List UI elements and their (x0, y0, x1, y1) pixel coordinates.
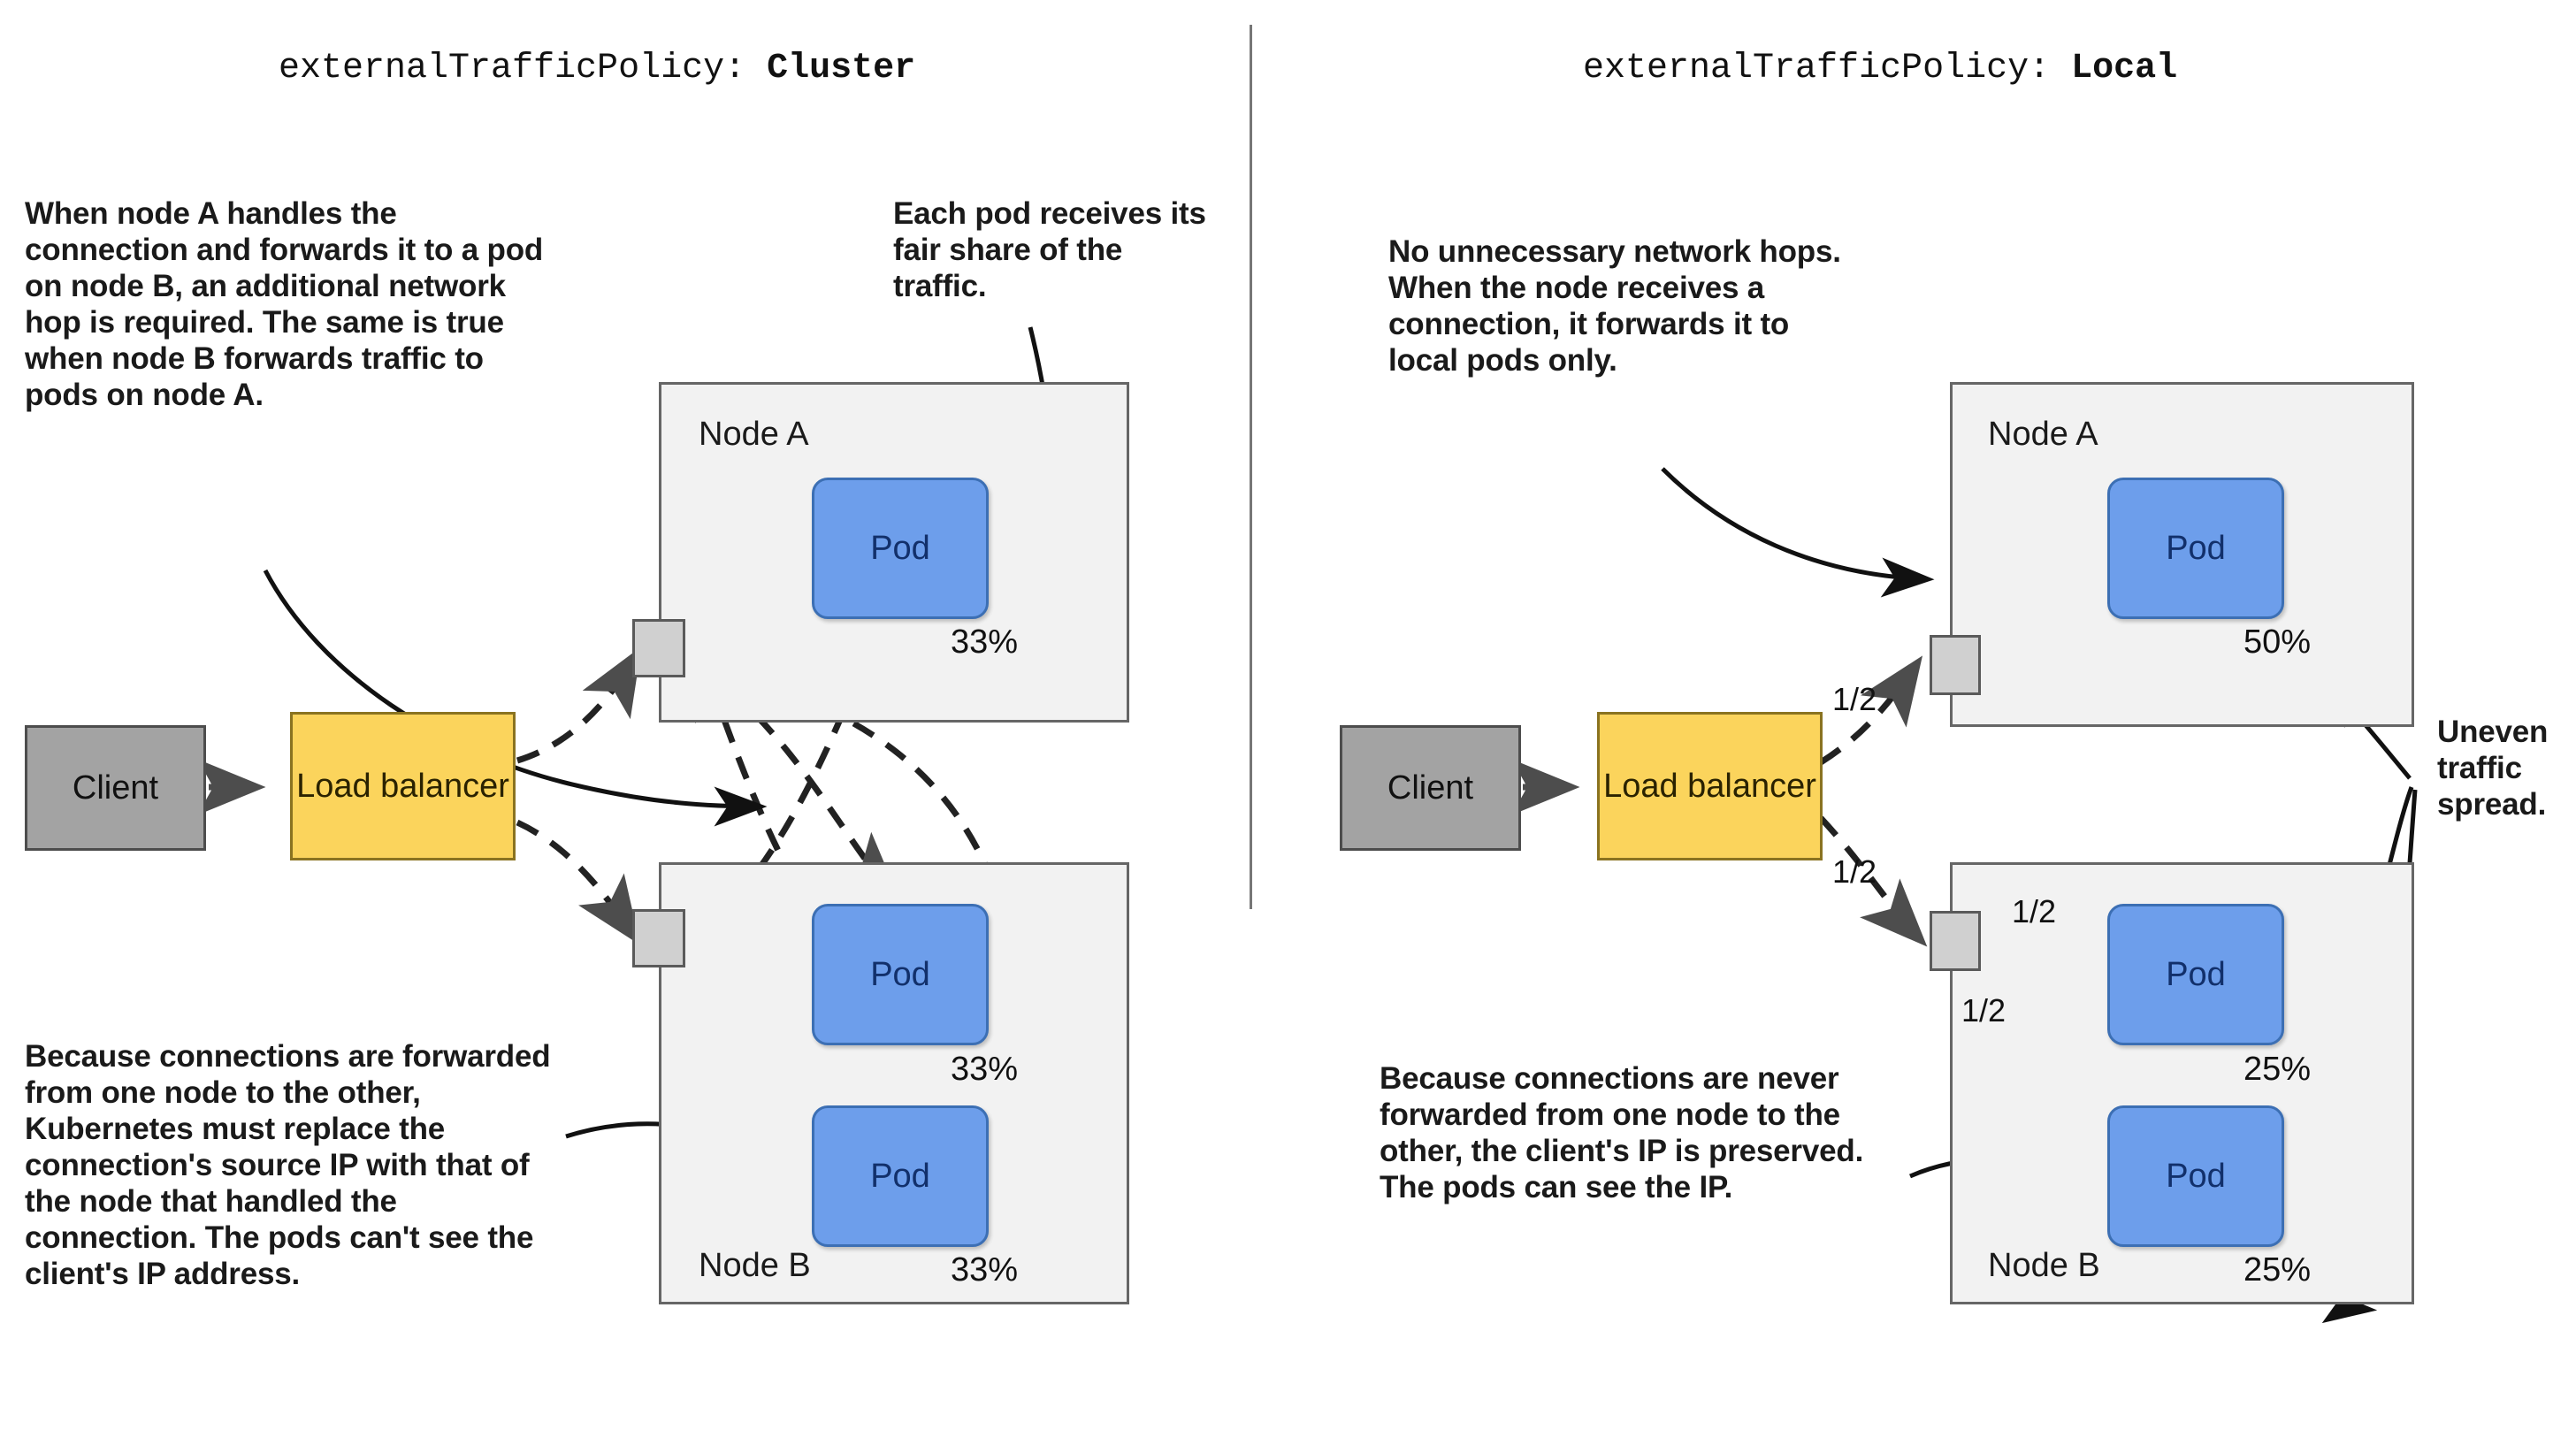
kube-proxy-a-cluster (632, 619, 685, 677)
arrow-lb-to-proxy-b-left (516, 819, 641, 945)
arrow-lb-to-proxy-a-left (516, 646, 642, 764)
client-box-local: Client (1340, 725, 1521, 851)
panel-title-value-local: Local (2071, 49, 2178, 88)
note-uneven-traffic-spread: Uneven traffic spread. (2437, 715, 2549, 822)
note-fair-share: Each pod receives its fair share of the … (893, 196, 1206, 303)
pod-b2-cluster: Pod (812, 1105, 989, 1247)
panel-divider (1250, 25, 1252, 909)
load-balancer-label-cluster: Load balancer (296, 767, 509, 805)
edge-label-lb-to-node-a: 1/2 (1832, 681, 1877, 717)
client-box-cluster: Client (25, 725, 206, 851)
kube-proxy-a-local (1930, 635, 1981, 695)
note-network-hop: When node A handles the connection and f… (25, 196, 544, 412)
panel-title-cluster: externalTrafficPolicy: Cluster (279, 49, 915, 88)
pod-share-b2-cluster: 33% (951, 1251, 1019, 1289)
panel-title-key: externalTrafficPolicy: (279, 49, 746, 88)
node-label-a-local: Node A (1988, 416, 2098, 453)
pod-b1-local: Pod (2107, 904, 2284, 1045)
pod-a1-cluster: Pod (812, 478, 989, 619)
node-label-b-local: Node B (1988, 1247, 2100, 1284)
pod-share-b1-local: 25% (2243, 1051, 2312, 1088)
kube-proxy-b-local (1930, 911, 1981, 971)
panel-title-value: Cluster (767, 49, 916, 88)
node-label-a-cluster: Node A (699, 416, 809, 453)
pod-share-b1-cluster: 33% (951, 1051, 1019, 1088)
edge-label-proxy-to-pod-1: 1/2 (2012, 893, 2057, 929)
note-source-ip-replaced: Because connections are forwarded from o… (25, 1039, 551, 1291)
pod-share-a1-local: 50% (2243, 623, 2312, 661)
kube-proxy-b-cluster (632, 909, 685, 967)
load-balancer-box-cluster: Load balancer (290, 712, 516, 860)
panel-title-local: externalTrafficPolicy: Local (1583, 49, 2177, 88)
node-label-b-cluster: Node B (699, 1247, 811, 1284)
pod-a1-local: Pod (2107, 478, 2284, 619)
edge-label-proxy-to-pod-2: 1/2 (1961, 992, 2007, 1029)
load-balancer-box-local: Load balancer (1597, 712, 1823, 860)
note-client-ip-preserved: Because connections are never forwarded … (1380, 1061, 1864, 1204)
note-no-network-hops: No unnecessary network hops. When the no… (1388, 234, 1841, 378)
panel-title-key-local: externalTrafficPolicy: (1583, 49, 2051, 88)
leader-nohops-note-right (1661, 467, 1935, 598)
pod-share-b2-local: 25% (2243, 1251, 2312, 1289)
pod-share-a1-cluster: 33% (951, 623, 1019, 661)
pod-b1-cluster: Pod (812, 904, 989, 1045)
load-balancer-label-local: Load balancer (1603, 767, 1816, 805)
pod-b2-local: Pod (2107, 1105, 2284, 1247)
edge-label-lb-to-node-b: 1/2 (1832, 853, 1877, 890)
